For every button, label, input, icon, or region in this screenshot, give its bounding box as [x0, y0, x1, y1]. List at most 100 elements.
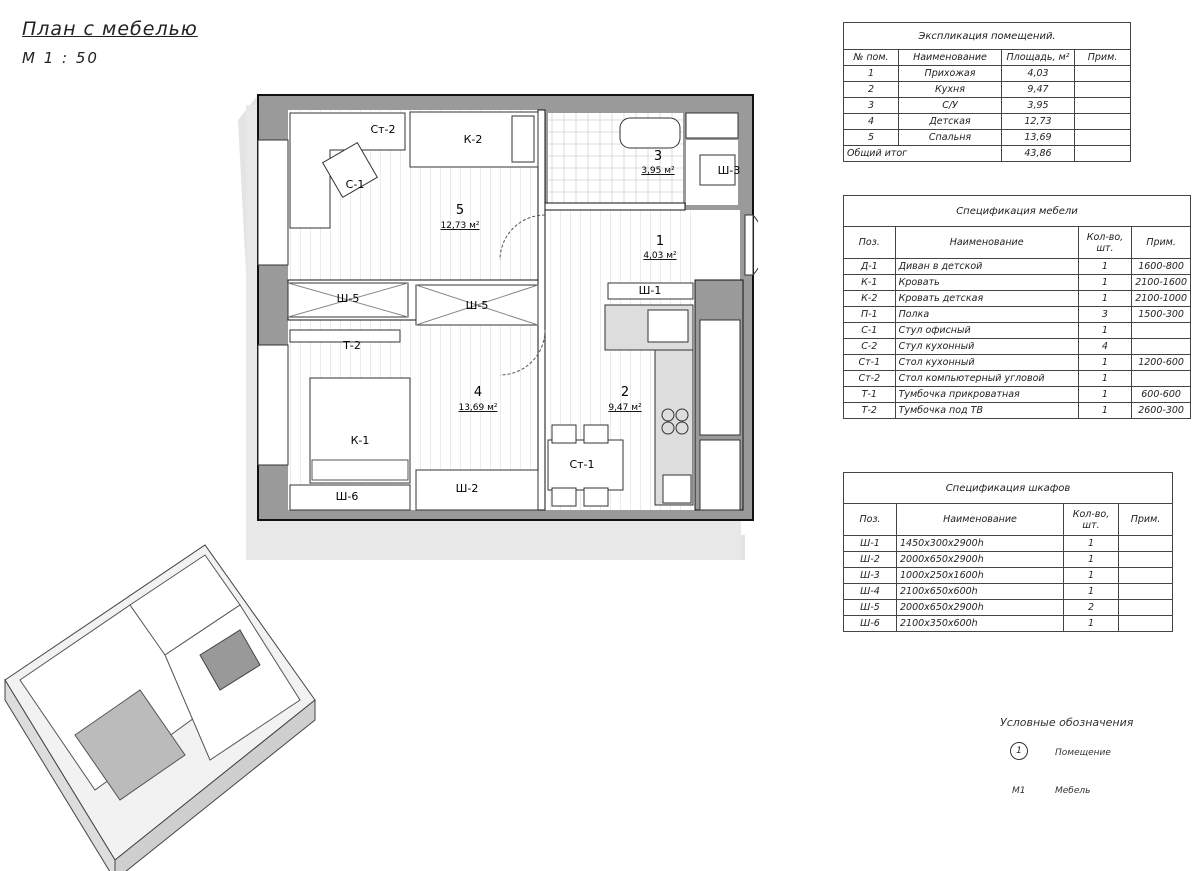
fridge	[662, 474, 692, 504]
entrance-door	[752, 214, 758, 276]
label-room5-area: 12,73 м²	[440, 221, 479, 231]
wardrobe-header: Поз.	[843, 503, 897, 536]
table-cell: Ш-4	[843, 583, 897, 600]
table-cell	[1118, 599, 1173, 616]
table-cell: Ш-1	[843, 535, 897, 552]
table-cell: 1	[1063, 583, 1119, 600]
table-cell: 1	[1063, 535, 1119, 552]
table-cell: 2100-1600	[1131, 274, 1191, 291]
furniture-header: Прим.	[1131, 226, 1191, 259]
label-t2: Т-2	[342, 339, 361, 352]
wardrobe-header: Кол-во, шт.	[1063, 503, 1119, 536]
table-cell: 1200-600	[1131, 354, 1191, 371]
drawing-title: План с мебелью	[22, 18, 198, 40]
label-c1: С-1	[346, 178, 365, 191]
rooms-table-caption: Экспликация помещений.	[843, 22, 1131, 50]
rooms-table: Экспликация помещений. № пом. Наименован…	[843, 22, 1131, 162]
table-cell: Ст-2	[843, 370, 896, 387]
table-cell: С-2	[843, 338, 896, 355]
table-cell: Ст-1	[843, 354, 896, 371]
label-room5-num: 5	[456, 203, 464, 218]
table-cell: Ш-3	[843, 567, 897, 584]
rooms-header: Наименование	[898, 49, 1002, 66]
wardrobe-sh2	[415, 469, 539, 511]
rooms-header: № пом.	[843, 49, 899, 66]
table-cell	[1118, 583, 1173, 600]
table-cell: 1	[1077, 386, 1133, 403]
table-cell: 1450х300х2900h	[896, 535, 1064, 552]
chair-c1	[321, 141, 379, 199]
table-cell	[1131, 322, 1191, 339]
table-cell	[1118, 535, 1173, 552]
table-cell: Т-1	[843, 386, 896, 403]
label-room1-area: 4,03 м²	[643, 251, 677, 261]
floor-plan: Ст-2 К-2 С-1 5 12,73 м² 3 3,95 м² Ш-3 1 …	[238, 94, 758, 560]
table-cell: Ш-2	[843, 551, 897, 568]
table-cell: Т-2	[843, 402, 896, 419]
table-cell: Ш-5	[843, 599, 897, 616]
label-room2-area: 9,47 м²	[608, 403, 642, 413]
wardrobe-table: Спецификация шкафов Поз. Наименование Ко…	[843, 472, 1173, 632]
table-cell: Стул офисный	[894, 322, 1079, 339]
table-cell: 2100х650х600h	[896, 583, 1064, 600]
label-room1-num: 1	[656, 234, 664, 249]
furniture-table: Спецификация мебели Поз. Наименование Ко…	[843, 195, 1191, 419]
label-sh5-right: Ш-5	[466, 299, 489, 312]
rooms-header: Площадь, м²	[1001, 49, 1075, 66]
label-room4-area: 13,69 м²	[458, 403, 497, 413]
furniture-header: Поз.	[843, 226, 896, 259]
table-cell: Д-1	[843, 258, 896, 275]
sink	[647, 309, 689, 343]
table-cell: К-1	[843, 274, 896, 291]
wardrobe-sh3	[699, 154, 736, 186]
table-cell: 3	[1077, 306, 1133, 323]
table-cell: 1	[1077, 258, 1133, 275]
window-left-bottom	[257, 344, 289, 466]
label-k1: К-1	[351, 434, 370, 447]
isometric-view	[4, 544, 316, 871]
table-cell: Стол компьютерный угловой	[894, 370, 1079, 387]
legend-furniture-label: Мебель	[1055, 786, 1091, 796]
label-st1: Ст-1	[569, 458, 594, 471]
table-cell	[1118, 615, 1173, 632]
drawing-scale: М 1 : 50	[22, 49, 99, 67]
label-room3-area: 3,95 м²	[641, 166, 675, 176]
legend-furniture-symbol: М1	[1012, 786, 1026, 796]
partition-vertical	[537, 109, 546, 511]
table-cell: 1000х250х1600h	[896, 567, 1064, 584]
table-cell	[1118, 567, 1173, 584]
label-room3-num: 3	[654, 149, 662, 164]
table-cell: 600-600	[1131, 386, 1191, 403]
table-cell: 1	[1077, 274, 1133, 291]
table-cell	[1118, 551, 1173, 568]
wardrobe-table-caption: Спецификация шкафов	[843, 472, 1173, 504]
room-symbol-icon: 1	[1010, 742, 1028, 760]
furniture-header: Кол-во, шт.	[1077, 226, 1133, 259]
partition-bath	[544, 202, 686, 211]
table-cell: С-1	[843, 322, 896, 339]
legend-title: Условные обозначения	[1000, 716, 1134, 729]
table-cell: Полка	[894, 306, 1079, 323]
table-cell: Ш-6	[843, 615, 897, 632]
table-cell: 2100х350х600h	[896, 615, 1064, 632]
wardrobe-sh6	[289, 484, 411, 511]
table-cell: 1	[1063, 551, 1119, 568]
bathtub	[619, 117, 681, 149]
label-sh5-left: Ш-5	[337, 292, 360, 305]
tv-stand-t2	[289, 329, 401, 343]
table-cell: 2000х650х2900h	[896, 551, 1064, 568]
